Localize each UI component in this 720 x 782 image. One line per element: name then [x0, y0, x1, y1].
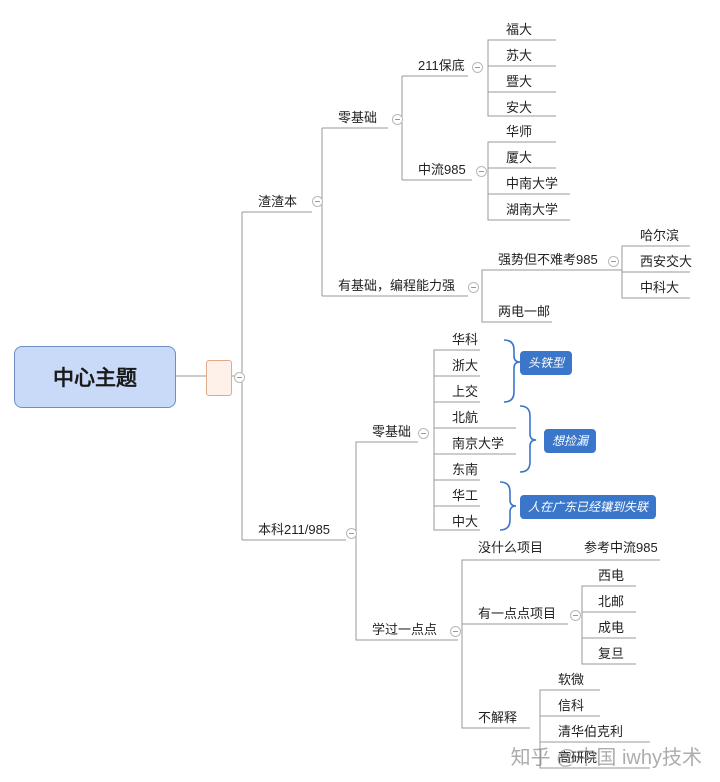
collapse-icon[interactable]	[346, 528, 357, 539]
benke-learned[interactable]: 学过一点点	[372, 622, 438, 637]
school-item[interactable]: 中大	[452, 514, 479, 529]
group-no-project[interactable]: 没什么项目	[478, 540, 544, 555]
central-topic[interactable]: 中心主题	[14, 346, 176, 408]
school-item[interactable]: 软微	[558, 672, 585, 687]
central-topic-label: 中心主题	[53, 366, 137, 390]
watermark: 知乎 @中国 iwhy技术	[510, 747, 702, 769]
school-item[interactable]: 东南	[452, 462, 479, 477]
school-item[interactable]: 上交	[452, 384, 479, 399]
school-item[interactable]: 南京大学	[452, 436, 505, 451]
school-item[interactable]: 中南大学	[506, 176, 559, 191]
school-item[interactable]: 浙大	[452, 358, 479, 373]
school-item[interactable]: 高研院	[558, 750, 598, 765]
zhazha-zero-base[interactable]: 零基础	[338, 110, 378, 125]
school-item[interactable]: 西电	[598, 568, 625, 583]
collapse-icon[interactable]	[570, 610, 581, 621]
school-item[interactable]: 暨大	[506, 74, 533, 89]
school-item[interactable]: 清华伯克利	[558, 724, 624, 739]
school-item[interactable]: 复旦	[598, 646, 625, 661]
collapse-icon[interactable]	[608, 256, 619, 267]
school-item[interactable]: 福大	[506, 22, 533, 37]
school-item[interactable]: 西安交大	[640, 254, 693, 269]
school-item[interactable]: 北邮	[598, 594, 625, 609]
group-985[interactable]: 中流985	[418, 162, 466, 177]
group-some-project[interactable]: 有一点点项目	[478, 606, 557, 621]
school-item[interactable]: 安大	[506, 100, 533, 115]
collapse-icon[interactable]	[234, 372, 245, 383]
school-item[interactable]: 北航	[452, 410, 479, 425]
branch-benke[interactable]: 本科211/985	[258, 522, 331, 537]
collapse-icon[interactable]	[450, 626, 461, 637]
collapse-icon[interactable]	[476, 166, 487, 177]
school-item[interactable]: 哈尔滨	[640, 228, 680, 243]
group-strong-985[interactable]: 强势但不难考985	[498, 252, 598, 267]
zhazha-has-base[interactable]: 有基础，编程能力强	[338, 278, 456, 293]
collapse-icon[interactable]	[418, 428, 429, 439]
group-two-dian-one-you[interactable]: 两电一邮	[498, 304, 551, 319]
school-item[interactable]: 华师	[506, 124, 533, 139]
tag-jianlou: 想捡漏	[544, 429, 597, 453]
school-item[interactable]: 厦大	[506, 150, 533, 165]
school-item[interactable]: 华工	[452, 488, 479, 503]
collapse-icon[interactable]	[468, 282, 479, 293]
school-item[interactable]: 信科	[558, 698, 585, 713]
ref-mid-985[interactable]: 参考中流985	[584, 540, 658, 555]
collapse-icon[interactable]	[472, 62, 483, 73]
school-item[interactable]: 华科	[452, 332, 479, 347]
connector-node[interactable]	[206, 360, 232, 396]
tag-tietou: 头铁型	[520, 351, 573, 375]
collapse-icon[interactable]	[392, 114, 403, 125]
group-no-explain[interactable]: 不解释	[478, 710, 518, 725]
tag-guangdong: 人在广东已经镶到失联	[520, 495, 657, 519]
group-211[interactable]: 211保底	[418, 58, 465, 73]
school-item[interactable]: 湖南大学	[506, 202, 559, 217]
school-item[interactable]: 苏大	[506, 48, 533, 63]
benke-zero-base[interactable]: 零基础	[372, 424, 412, 439]
branch-zhazha[interactable]: 渣渣本	[258, 194, 298, 209]
school-item[interactable]: 成电	[598, 620, 625, 635]
school-item[interactable]: 中科大	[640, 280, 680, 295]
collapse-icon[interactable]	[312, 196, 323, 207]
